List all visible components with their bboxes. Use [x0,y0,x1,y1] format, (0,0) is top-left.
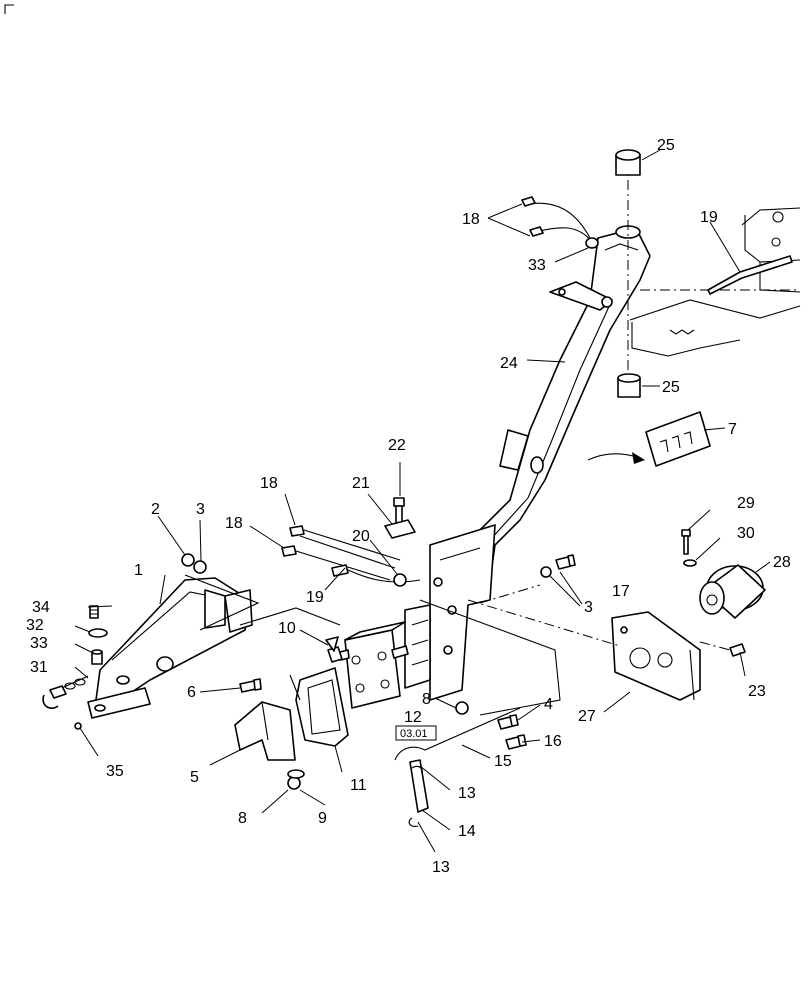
bushing-upper [615,149,641,176]
washer-left [193,560,207,574]
callout-16: 16 [544,733,562,750]
callout-17: 17 [612,583,630,600]
nut-right [455,701,469,715]
callout-8-right: 8 [422,691,431,708]
callout-35: 35 [106,763,124,780]
callout-21: 21 [352,475,370,492]
callout-8-bottom: 8 [238,810,247,827]
bolt-6 [239,678,262,693]
bolt-17 [555,554,576,570]
pin-22 [393,497,405,525]
hose-upper [707,255,793,295]
callout-3-left: 3 [196,501,205,518]
callout-13-bottom: 13 [432,859,450,876]
bushing-lower [617,373,641,398]
callout-27: 27 [578,708,596,725]
callout-19-mid: 19 [306,589,324,606]
callout-1: 1 [134,562,143,579]
callout-28: 28 [773,554,791,571]
callout-14: 14 [458,823,476,840]
valve-shield [234,701,296,761]
callout-23: 23 [748,683,766,700]
decal-plate [645,411,711,467]
hitch-spacer [91,649,103,665]
group-outline-hitch [184,574,260,631]
bolt-29 [681,529,691,555]
callout-10: 10 [278,620,296,637]
callout-30: 30 [737,525,755,542]
callout-19-top: 19 [700,209,718,226]
clip-21 [384,519,416,539]
drawbar-frame [404,225,651,701]
callout-7: 7 [728,421,737,438]
callout-labels: 25 18 33 19 24 25 7 22 21 18 18 20 19 29… [26,137,791,876]
callout-2: 2 [151,501,160,518]
hitch-bolt [89,605,99,619]
callout-12: 12 [404,709,422,726]
callout-18-left: 18 [225,515,243,532]
group-outline-plate [419,599,561,716]
control-rod [394,707,521,761]
reference-box-label: 03.01 [400,728,428,740]
leader-lines [74,149,771,853]
group-outline-valve [239,607,341,701]
callout-15: 15 [494,753,512,770]
callout-6: 6 [187,684,196,701]
washer-lower [287,769,305,779]
callout-33-left: 33 [30,635,48,652]
callout-9: 9 [318,810,327,827]
bolt-10 [325,636,339,652]
corner-mark [4,4,14,14]
callout-22: 22 [388,437,406,454]
callout-25-top: 25 [657,137,675,154]
mounting-line-b [467,599,621,647]
bolt-4 [497,714,519,730]
callout-24: 24 [500,355,518,372]
callout-31: 31 [30,659,48,676]
callout-33-top: 33 [528,257,546,274]
callout-18-top: 18 [462,211,480,228]
nut-lower [287,776,301,790]
callout-32: 32 [26,617,44,634]
nut-20 [393,573,407,587]
drawbar-hitch [87,577,253,719]
callout-3-right: 3 [584,599,593,616]
hose-assembly-mid [281,525,421,583]
callout-18-mid: 18 [260,475,278,492]
washer-30 [683,559,697,567]
callout-11: 11 [350,777,367,794]
clip-lower [408,817,419,827]
reference-box: 03.01 [395,725,437,741]
callout-25-bottom: 25 [662,379,680,396]
callout-5: 5 [190,769,199,786]
valve-bracket [295,667,349,747]
control-link [409,759,429,813]
mounting-line-c [699,641,731,651]
washer-right [540,566,552,578]
decal-arrowhead [632,452,645,464]
clip-upper [411,765,423,775]
control-valve [327,621,409,709]
callout-13-top: 13 [458,785,476,802]
callout-29: 29 [737,495,755,512]
nut-left [181,553,195,567]
support-bracket [611,611,701,701]
callout-4: 4 [544,696,553,713]
hitch-washer [88,628,108,638]
bolt-16 [505,734,527,750]
bolt-23 [729,643,746,657]
decal-arrow [587,453,641,461]
hitch-nut [74,722,82,730]
callout-20: 20 [352,528,370,545]
counterweight [699,564,766,619]
hose-assembly-top [521,196,599,249]
safety-chain [42,675,89,710]
callout-34: 34 [32,599,50,616]
